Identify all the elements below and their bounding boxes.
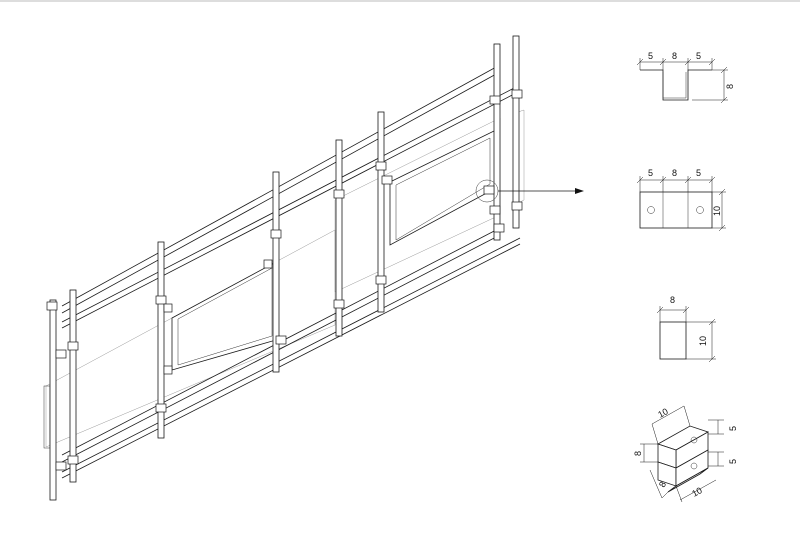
bracket-hole-lower [690, 462, 698, 470]
detail-2-dim-b: 8 [672, 168, 677, 178]
detail-1-dim-a: 5 [648, 51, 653, 61]
bolt-hole-left [647, 206, 655, 214]
detail-4-dim-bottom-left: 8 [657, 480, 668, 489]
bracket-hole-upper [690, 436, 698, 444]
detail-1-dim-b: 8 [672, 51, 677, 61]
detail-2-dim-d: 10 [712, 206, 722, 216]
mid-rail-upper [61, 85, 519, 323]
inner-frame-left-inset [177, 267, 273, 366]
detail-4-dim-top: 10 [656, 406, 670, 420]
detail-1-dim-d: 8 [725, 84, 735, 89]
foot-rail-lower [61, 243, 521, 479]
detail-4-dim-left: 8 [633, 451, 643, 456]
post-5 [335, 139, 343, 337]
detail-4-dim-bottom: 10 [690, 485, 704, 499]
detail-1-u-bracket: 5 8 5 8 [636, 51, 735, 104]
post-2 [69, 289, 77, 483]
detail-2-dim-c: 5 [696, 168, 701, 178]
sheet-left-edge [43, 385, 51, 449]
detail-1-dim-c: 5 [696, 51, 701, 61]
foot-rail-upper [61, 237, 521, 473]
top-rail-lower [61, 72, 499, 314]
top-rail-upper [61, 65, 499, 307]
inner-frame-right-inset [395, 137, 491, 241]
post-8 [512, 35, 520, 229]
detail-2-flat-plate: 5 8 5 10 [636, 168, 726, 232]
post-4 [272, 171, 280, 373]
detail-4-dim-right-upper: 5 [728, 426, 738, 431]
bolt-hole-right [696, 206, 704, 214]
inner-frame-right [389, 129, 497, 246]
detail-3-dim-b: 10 [698, 336, 708, 346]
bottom-rail-lower [61, 234, 501, 463]
detail-4-z-bracket-isometric: 10 5 8 5 8 10 [633, 405, 738, 503]
detail-2-dim-a: 5 [648, 168, 653, 178]
clamps [46, 89, 523, 471]
detail-3-square-plate: 8 10 [656, 295, 716, 363]
inner-frame-left [171, 261, 277, 371]
mid-rail-lower [61, 91, 519, 329]
sheet-panel-left [45, 229, 336, 448]
post-3 [157, 241, 165, 439]
post-7 [493, 43, 501, 241]
detail-4-dim-right-lower: 5 [728, 459, 738, 464]
detail-3-dim-a: 8 [670, 295, 675, 305]
fence-isometric-view [43, 35, 584, 501]
post-1 [49, 299, 57, 501]
arrow-head-icon [575, 188, 584, 194]
post-6 [377, 111, 385, 313]
